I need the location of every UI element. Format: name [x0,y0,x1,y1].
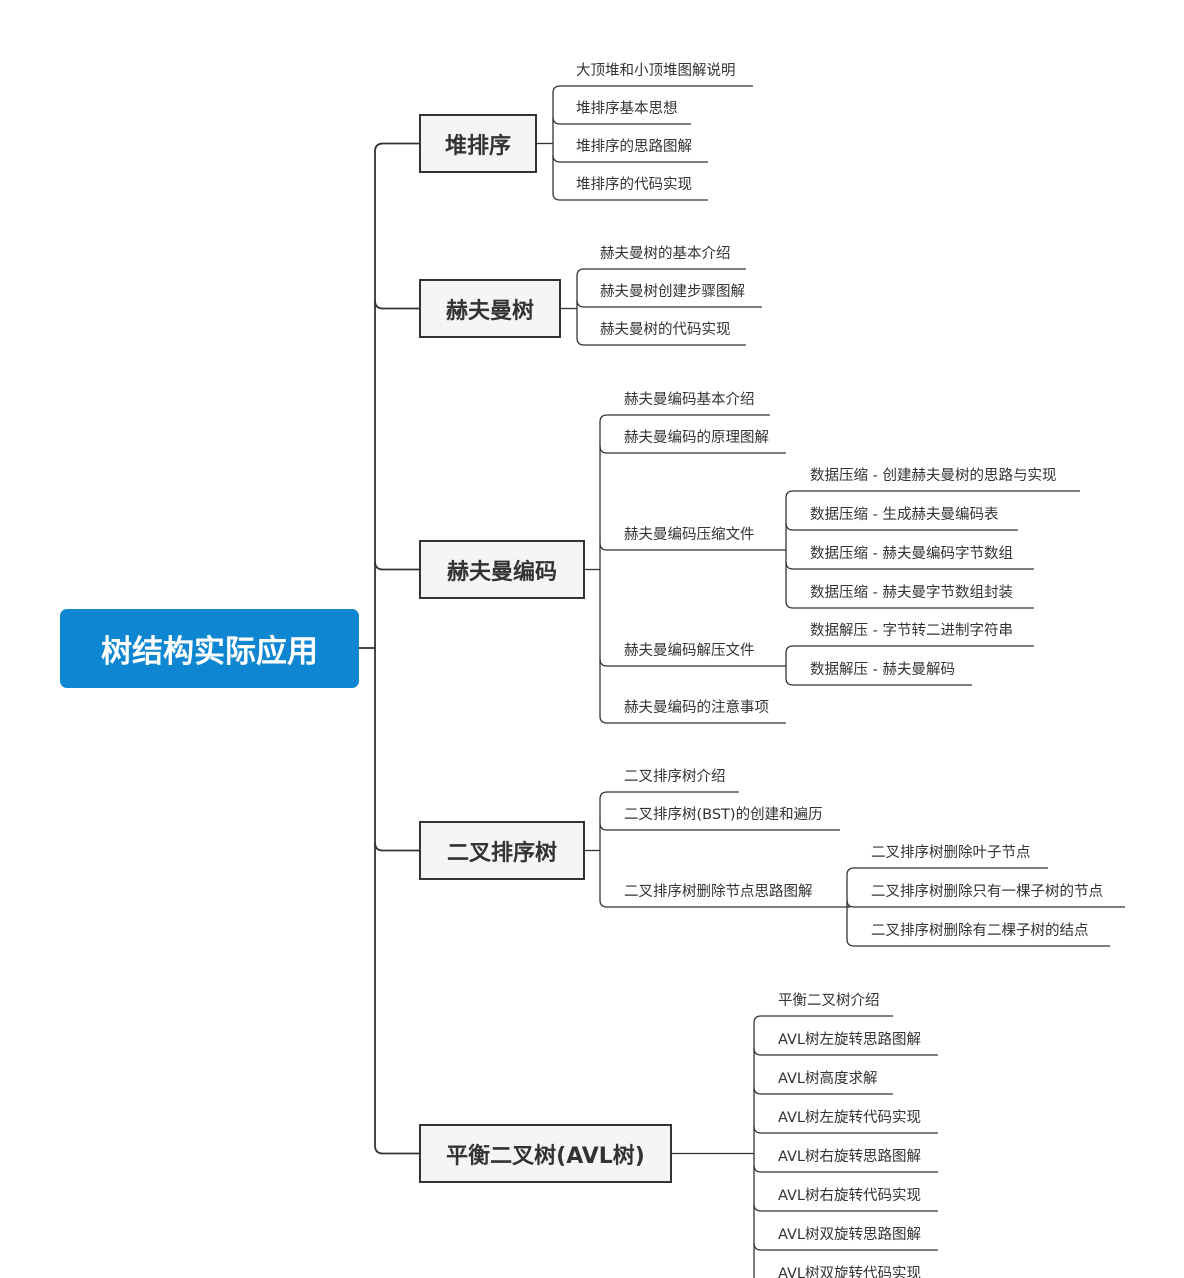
branch-4-sub-item-0: 平衡二叉树介绍 [778,993,880,1009]
branch-3-sub-item-1: 二叉排序树(BST)的创建和遍历 [624,807,823,823]
branch-4-sub-underline-4 [753,1164,938,1173]
branch-4-sub-item-7: AVL树双旋转代码实现 [778,1266,921,1278]
branch-1-sub-item-2: 赫夫曼树的代码实现 [600,322,731,338]
branch-2-sub-item-1: 赫夫曼编码的原理图解 [624,430,769,446]
branch-2-sub-underline-4 [599,715,786,724]
branch-0-sub-item-0: 大顶堆和小顶堆图解说明 [576,63,736,79]
branch-3-sub-underline-2 [599,899,850,908]
branch-1-sub-underline-2 [576,337,746,346]
branch-2-sub-2-leaf-underline-1 [785,522,1018,531]
branch-1-sub-item-1: 赫夫曼树创建步骤图解 [600,284,745,300]
branch-4-sub-underline-6 [753,1242,938,1251]
branch-0-sub-underline-3 [552,192,708,201]
branch-4-sub-item-1: AVL树左旋转思路图解 [778,1032,921,1048]
branch-2-sub-2-leaf-underline-0 [785,490,1080,499]
branch-3-sub-2-leaf-item-0: 二叉排序树删除叶子节点 [871,845,1031,861]
branch-3-sub-2-leaf-underline-2 [846,938,1110,947]
branch-3-sub-2-leaf-item-2: 二叉排序树删除有二棵子树的结点 [871,923,1089,939]
branch-0-sub-underline-1 [552,116,691,125]
branch-2-sub-item-4: 赫夫曼编码的注意事项 [624,700,769,716]
branch-2-sub-2-leaf-underline-2 [785,561,1034,570]
branch-4-sub-item-5: AVL树右旋转代码实现 [778,1188,921,1204]
branch-connector-4 [374,1145,419,1155]
branch-4-sub-underline-5 [753,1203,938,1212]
branch-3-sub-item-2: 二叉排序树删除节点思路图解 [624,884,813,900]
main-topic-4: 平衡二叉树(AVL树) [419,1124,672,1183]
branch-2-sub-3-leaf-underline-0 [785,645,1034,654]
branch-3-sub-2-leaf-underline-0 [846,867,1048,876]
branch-2-sub-underline-0 [599,414,770,423]
branch-4-sub-underline-1 [753,1047,938,1056]
branch-3-sub-item-0: 二叉排序树介绍 [624,769,726,785]
branch-4-sub-item-4: AVL树右旋转思路图解 [778,1149,921,1165]
branch-3-sub-2-leaf-item-1: 二叉排序树删除只有一棵子树的节点 [871,884,1103,900]
branch-0-sub-underline-2 [552,154,708,163]
branch-2-sub-2-leaf-underline-3 [785,600,1034,609]
branch-3-sub-2-leaf-underline-1 [846,899,1125,908]
branch-3-sub-underline-1 [599,822,840,831]
main-topic-2: 赫夫曼编码 [419,540,585,599]
branch-0-sub-underline-0 [552,85,753,94]
branch-4-sub-underline-3 [753,1125,938,1134]
branch-0-sub-item-3: 堆排序的代码实现 [576,177,692,193]
branch-2-sub-3-leaf-item-1: 数据解压 - 赫夫曼解码 [810,662,955,678]
branch-2-sub-2-leaf-item-0: 数据压缩 - 创建赫夫曼树的思路与实现 [810,468,1057,484]
branch-4-sub-item-6: AVL树双旋转思路图解 [778,1227,921,1243]
branch-2-sub-underline-3 [599,658,786,667]
branch-2-sub-2-leaf-item-3: 数据压缩 - 赫夫曼字节数组封装 [810,585,1013,601]
branch-2-sub-2-leaf-item-2: 数据压缩 - 赫夫曼编码字节数组 [810,546,1013,562]
branch-2-sub-item-0: 赫夫曼编码基本介绍 [624,392,755,408]
branch-2-sub-underline-1 [599,445,786,454]
branch-4-sub-underline-0 [753,1015,893,1024]
branch-4-sub-item-2: AVL树高度求解 [778,1071,878,1087]
branch-2-sub-3-leaf-underline-1 [785,677,972,686]
branch-connector-2 [374,561,419,571]
branch-1-sub-underline-0 [576,268,746,277]
branch-connector-3 [374,842,419,852]
branch-2-sub-3-leaf-item-0: 数据解压 - 字节转二进制字符串 [810,623,1013,639]
branch-4-sub-item-3: AVL树左旋转代码实现 [778,1110,921,1126]
branch-1-sub-underline-1 [576,299,762,308]
branch-0-sub-item-1: 堆排序基本思想 [576,101,678,117]
branch-0-sub-item-2: 堆排序的思路图解 [576,139,692,155]
root-topic: 树结构实际应用 [60,609,359,688]
main-topic-0: 堆排序 [419,114,537,173]
branch-connector-0 [374,142,419,152]
branch-2-sub-underline-2 [599,542,786,551]
branch-3-sub-underline-0 [599,791,739,800]
main-topic-3: 二叉排序树 [419,821,585,880]
branch-connector-1 [374,300,419,310]
branch-2-sub-item-3: 赫夫曼编码解压文件 [624,643,755,659]
main-topic-1: 赫夫曼树 [419,279,561,338]
branch-1-sub-item-0: 赫夫曼树的基本介绍 [600,246,731,262]
branch-4-sub-underline-2 [753,1086,893,1095]
branch-2-sub-2-leaf-item-1: 数据压缩 - 生成赫夫曼编码表 [810,507,999,523]
branch-2-sub-item-2: 赫夫曼编码压缩文件 [624,527,755,543]
